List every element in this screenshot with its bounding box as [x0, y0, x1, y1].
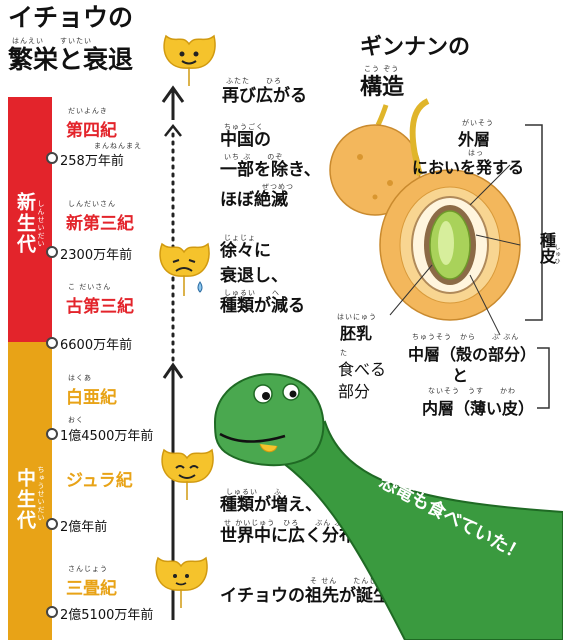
- outer-layer-label: 外層: [458, 130, 491, 149]
- event-ruby: ちゅうごく: [224, 123, 264, 131]
- boundary-dot: [46, 518, 58, 530]
- period-quaternary: 第四紀: [66, 121, 117, 141]
- boundary-dot: [46, 428, 58, 440]
- period-ruby: はくあ: [68, 374, 92, 382]
- boundary-dot: [46, 152, 58, 164]
- period-triassic: 三畳紀: [66, 579, 117, 599]
- seed-title-ruby: こう ぞう: [364, 65, 400, 73]
- date-20000: 2億年前: [60, 520, 108, 535]
- period-neogene: 新第三紀: [66, 214, 134, 234]
- period-jurassic: ジュラ紀: [66, 471, 133, 491]
- seed-title-line2: 構造: [360, 75, 405, 100]
- part-label: 部分: [338, 382, 371, 401]
- title-line1: イチョウの: [8, 3, 134, 32]
- ginkgo-leaf-sad-icon: [159, 242, 210, 296]
- date-258: 258万年前: [60, 154, 124, 169]
- title-line2: 繁栄と衰退: [8, 45, 134, 74]
- event-china-line3: ほぼ絶滅: [220, 190, 288, 210]
- event-increase-line1: 種類が増え、: [220, 495, 322, 515]
- middle-layer-label: 中層（殻の部分）: [408, 345, 537, 364]
- inner-layer-ruby: ないそう うす かわ: [428, 387, 516, 395]
- event-china-line1: 中国の: [220, 130, 271, 150]
- event-ruby: しゅるい ふ: [226, 488, 282, 496]
- middle-layer-ruby: ちゅうそう から ぶ ぶん: [412, 333, 520, 341]
- ginkgo-leaf-happy-icon: [163, 34, 216, 86]
- date-2300: 2300万年前: [60, 248, 133, 263]
- event-ruby: しゅるい へ: [224, 289, 280, 297]
- event-ruby: いち ぶ のぞ: [224, 153, 284, 161]
- boundary-dot: [46, 337, 58, 349]
- boundary-dot: [46, 246, 58, 258]
- smell-label: においを発する: [412, 158, 525, 177]
- period-ruby: さんじょう: [68, 565, 108, 573]
- event-ruby: じょじょ: [224, 234, 256, 242]
- boundary-dot: [46, 606, 58, 618]
- event-ruby: そ せん たんじょう: [310, 577, 394, 585]
- date-ruby: おく: [68, 416, 84, 424]
- edible-ruby: た: [340, 349, 348, 357]
- event-decline-line3: 種類が減る: [220, 296, 305, 316]
- period-ruby: しんだいさん: [68, 200, 116, 208]
- edible-label: 食べる: [338, 360, 387, 379]
- title-ruby: はんえい すいたい: [12, 37, 92, 45]
- event-ancestor-born: イチョウの祖先が誕生: [220, 586, 390, 606]
- endosperm-ruby: はいにゅう: [337, 313, 377, 321]
- period-paleogene: 古第三紀: [66, 297, 134, 317]
- date-ruby: まんねんまえ: [94, 142, 142, 150]
- date-25100: 2億5100万年前: [60, 608, 154, 623]
- event-increase-line2: 世界中に広く分布: [220, 526, 356, 546]
- event-ruby: ふたた ひろ: [226, 77, 282, 85]
- event-spread-again: 再び広がる: [222, 86, 307, 106]
- and-label: と: [452, 366, 469, 385]
- outer-layer-ruby: がいそう: [462, 119, 494, 127]
- period-ruby: だいよんき: [68, 107, 108, 115]
- era-label-cenozoic: 新生代: [14, 192, 36, 255]
- event-ruby: ぜつめつ: [262, 183, 294, 191]
- endosperm-label: 胚乳: [340, 324, 373, 343]
- event-decline-line2: 衰退し、: [220, 266, 288, 286]
- era-bar-mesozoic: [8, 342, 52, 640]
- era-ruby-mesozoic: ちゅうせいだい: [37, 466, 45, 522]
- event-decline-line1: 徐々に: [220, 241, 271, 261]
- ginkgo-nut-illustration: [329, 98, 543, 336]
- seed-coat-ruby: しゅひ: [553, 244, 560, 265]
- era-ruby-cenozoic: しんせいだい: [37, 200, 45, 248]
- seed-title-line1: ギンナンの: [360, 35, 471, 60]
- smell-ruby: はっ: [468, 149, 484, 157]
- seed-coat-label: 種皮: [537, 232, 556, 264]
- era-bar-cenozoic: [8, 97, 52, 342]
- ginkgo-leaf-small-icon: [155, 556, 208, 608]
- ginkgo-leaf-smile-icon: [161, 448, 214, 500]
- date-14500: 1億4500万年前: [60, 429, 154, 444]
- period-ruby: こ だいさん: [68, 283, 112, 291]
- layer-bracket: [537, 347, 550, 409]
- period-cretaceous: 白亜紀: [66, 388, 117, 408]
- inner-layer-label: 内層（薄い皮）: [422, 399, 535, 418]
- era-label-mesozoic: 中生代: [14, 468, 36, 531]
- event-china-line2: 一部を除き、: [220, 160, 321, 180]
- event-ruby: せ かいじゅう ひろ ぶん ぷ: [224, 519, 343, 527]
- dinosaur-illustration: [213, 373, 563, 640]
- date-6600: 6600万年前: [60, 338, 133, 353]
